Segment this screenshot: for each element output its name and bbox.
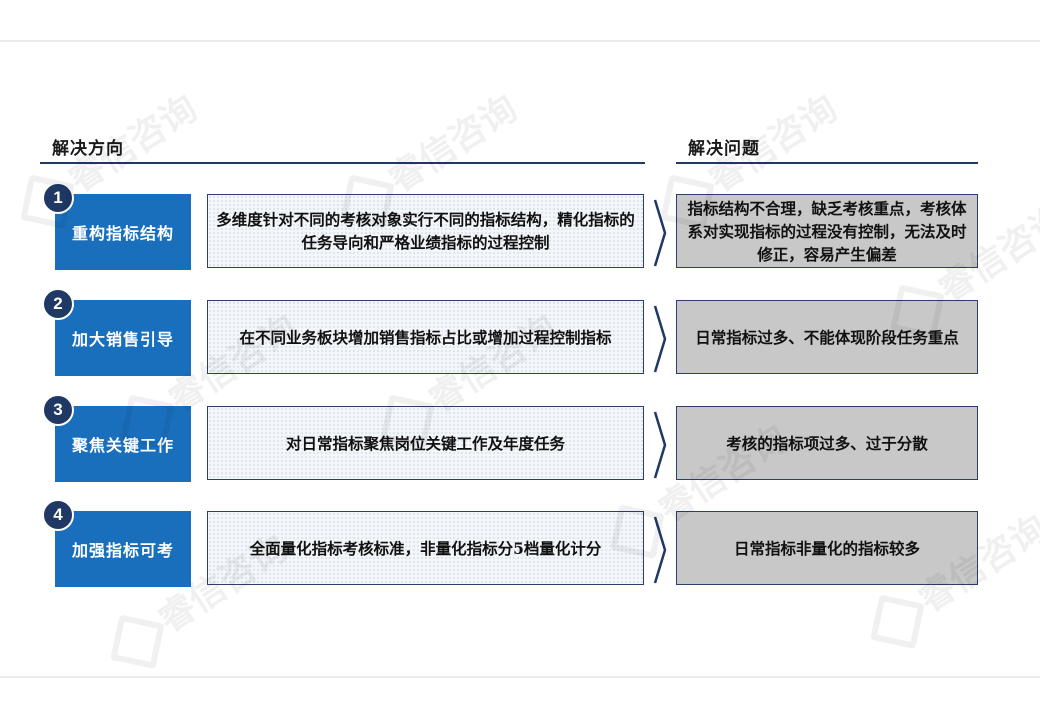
top-divider — [0, 40, 1040, 42]
step-number-4: 4 — [42, 499, 74, 531]
direction-desc-1: 多维度针对不同的考核对象实行不同的指标结构，精化指标的任务导向和严格业绩指标的过… — [207, 194, 644, 268]
chevron-icon — [653, 199, 667, 267]
chevron-icon — [653, 516, 667, 584]
step-number-2: 2 — [42, 288, 74, 320]
direction-desc-3: 对日常指标聚焦岗位关键工作及年度任务 — [207, 406, 644, 480]
direction-label-2: 加大销售引导 — [55, 300, 191, 376]
direction-desc-4: 全面量化指标考核标准，非量化指标分5档量化计分 — [207, 511, 644, 585]
watermark-logo-icon — [110, 614, 165, 670]
header-solution-direction: 解决方向 — [52, 139, 124, 159]
header-problems-solved: 解决问题 — [688, 139, 760, 159]
problem-text-2: 日常指标过多、不能体现阶段任务重点 — [676, 300, 978, 374]
direction-label-3: 聚焦关键工作 — [55, 406, 191, 482]
step-number-1: 1 — [42, 182, 74, 214]
bottom-divider — [0, 676, 1040, 678]
step-number-3: 3 — [42, 394, 74, 426]
row-3: 3 聚焦关键工作 对日常指标聚焦岗位关键工作及年度任务 考核的指标项过多、过于分… — [0, 394, 1040, 484]
row-2: 2 加大销售引导 在不同业务板块增加销售指标占比或增加过程控制指标 日常指标过多… — [0, 288, 1040, 378]
watermark-logo-icon — [870, 594, 925, 650]
row-4: 4 加强指标可考 全面量化指标考核标准，非量化指标分5档量化计分 日常指标非量化… — [0, 499, 1040, 589]
direction-label-4: 加强指标可考 — [55, 511, 191, 587]
direction-desc-2: 在不同业务板块增加销售指标占比或增加过程控制指标 — [207, 300, 644, 374]
direction-label-1: 重构指标结构 — [55, 194, 191, 270]
problem-text-1: 指标结构不合理，缺乏考核重点，考核体系对实现指标的过程没有控制，无法及时修正，容… — [676, 194, 978, 268]
problem-text-3: 考核的指标项过多、过于分散 — [676, 406, 978, 480]
header-left-underline — [40, 162, 645, 164]
header-right-underline — [676, 162, 978, 164]
chevron-icon — [653, 411, 667, 479]
problem-text-4: 日常指标非量化的指标较多 — [676, 511, 978, 585]
chevron-icon — [653, 305, 667, 373]
row-1: 1 重构指标结构 多维度针对不同的考核对象实行不同的指标结构，精化指标的任务导向… — [0, 182, 1040, 272]
